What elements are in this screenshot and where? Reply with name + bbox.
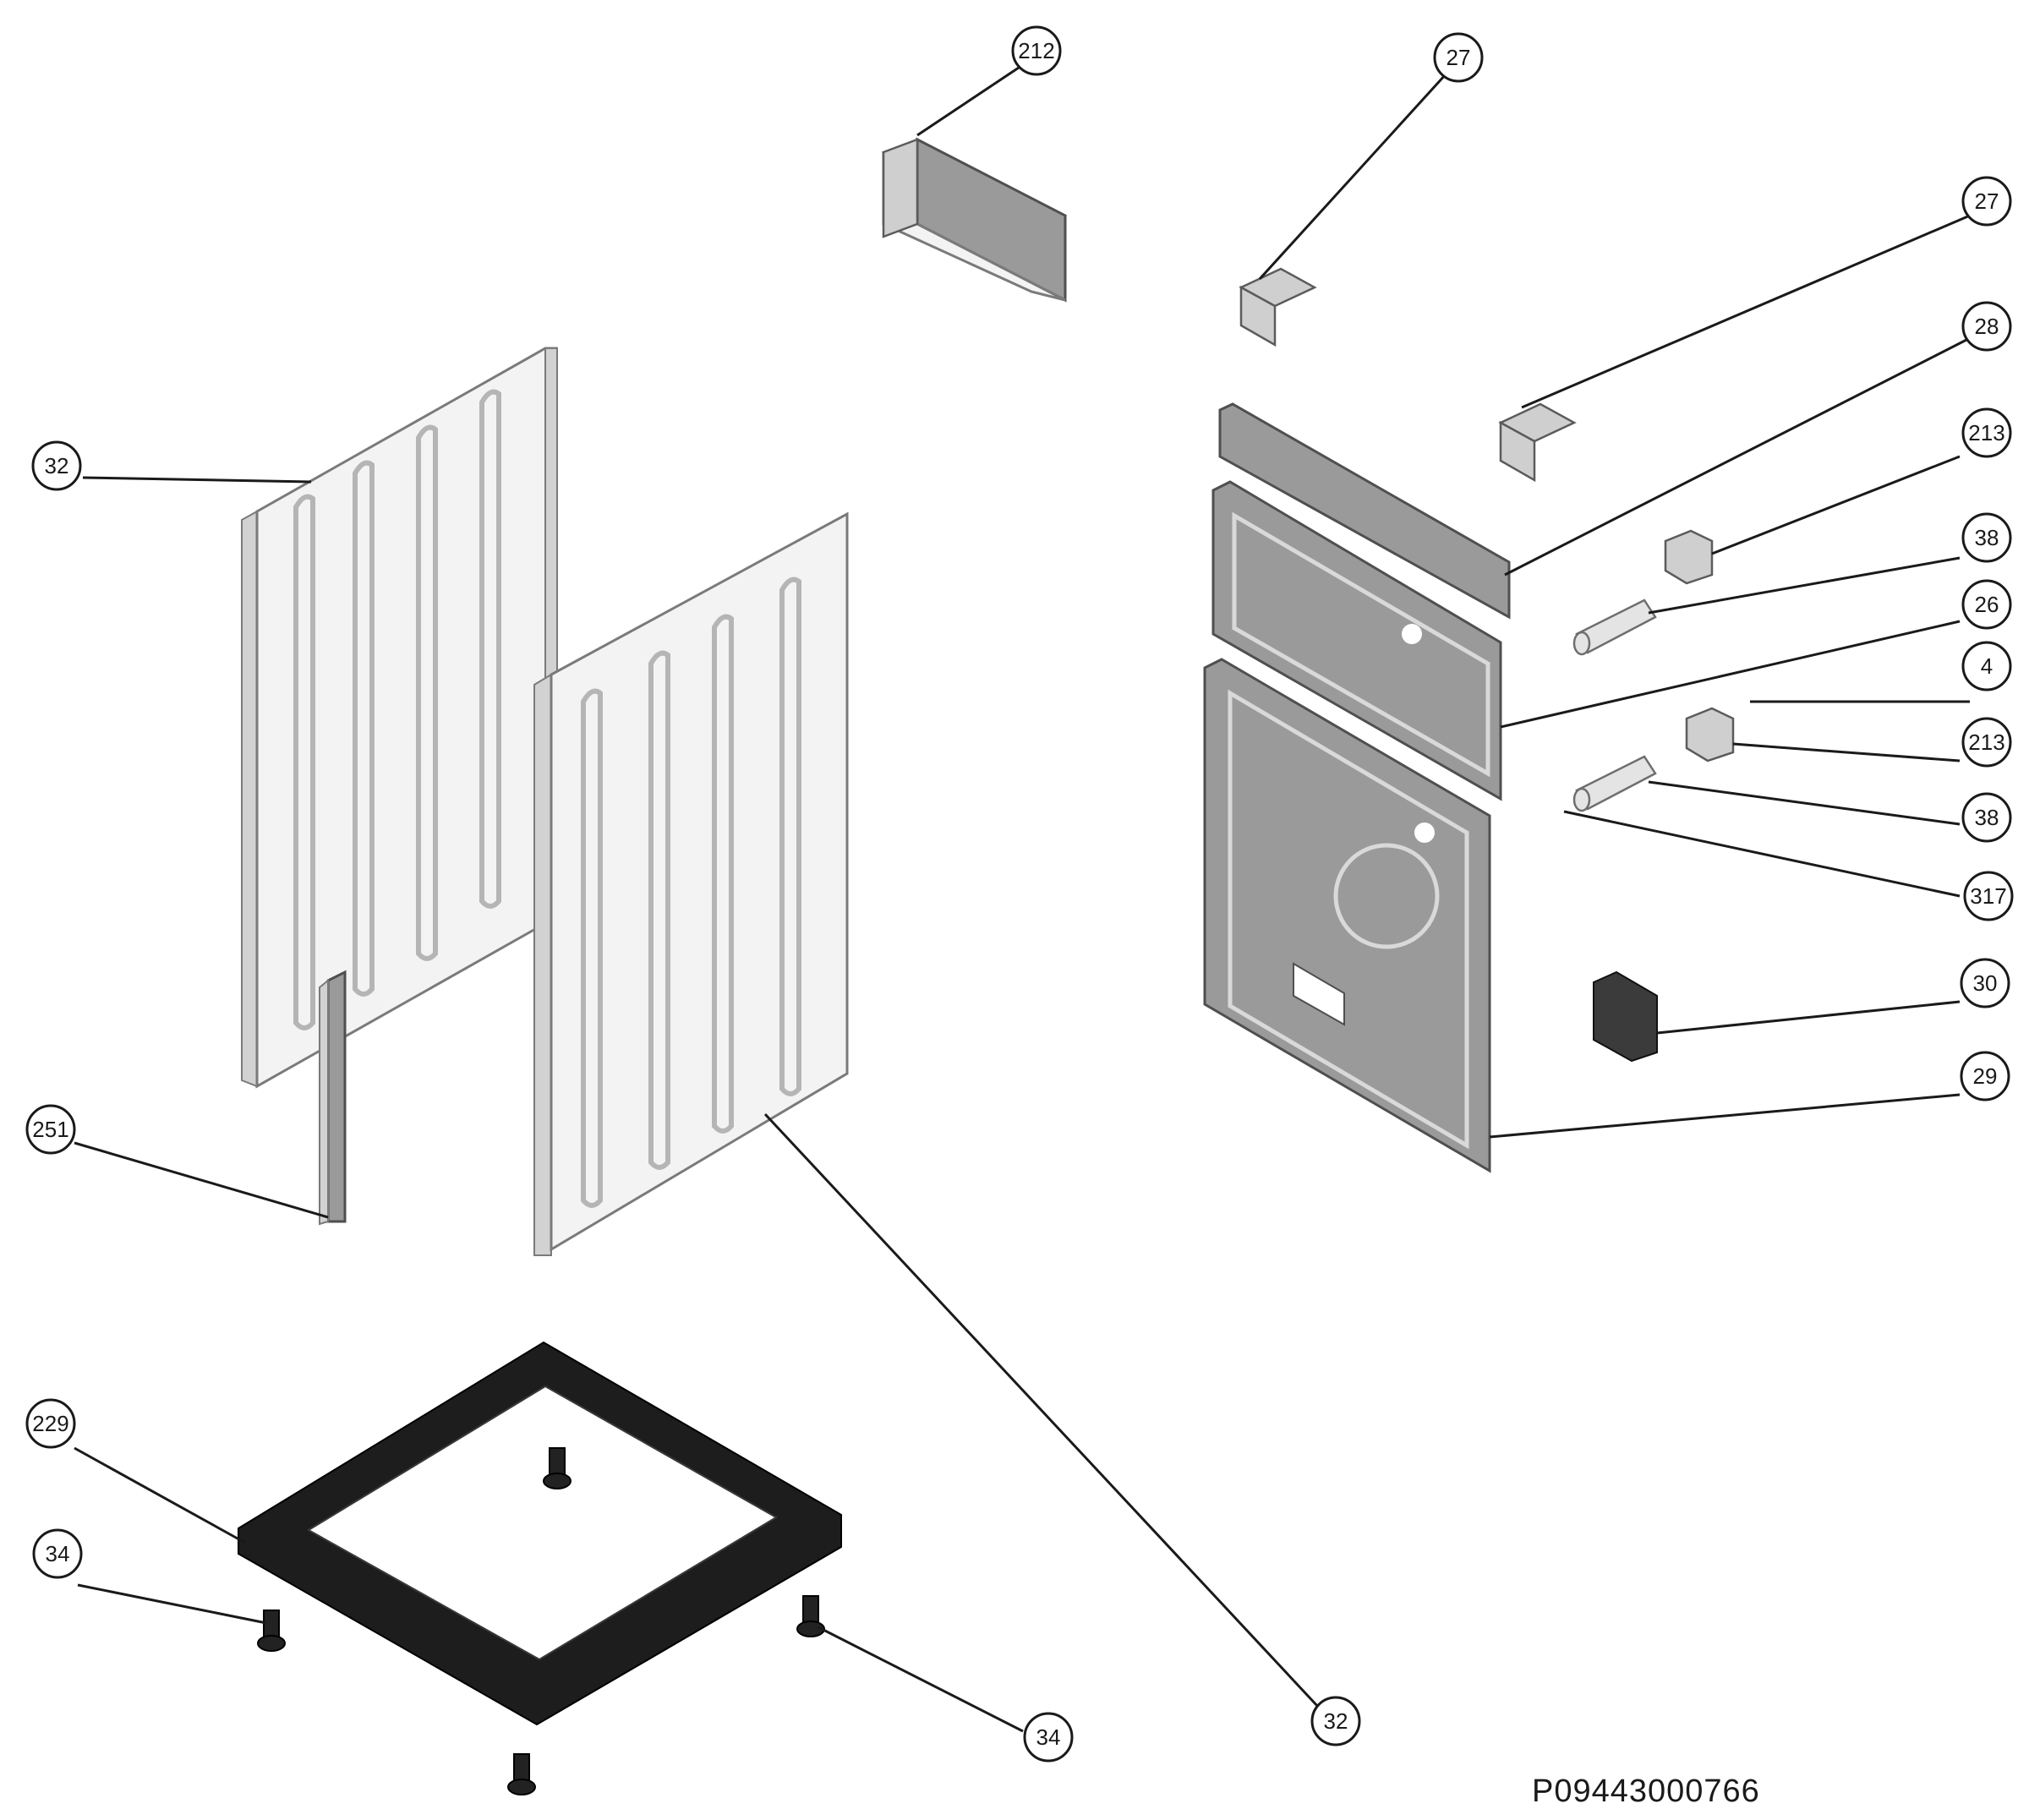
part-251-strip xyxy=(319,970,347,1226)
callout-317: 317 xyxy=(1963,871,2014,921)
part-29-lower-back-panel xyxy=(1203,658,1491,1173)
callout-27-right: 27 xyxy=(1961,176,2012,227)
part-38-tube-b xyxy=(1572,755,1657,812)
part-27-bracket-a xyxy=(1239,267,1317,347)
callout-32-bottom: 32 xyxy=(1310,1696,1361,1746)
part-30-control-module xyxy=(1593,970,1658,1063)
callout-label: 27 xyxy=(1975,189,1999,214)
callout-251: 251 xyxy=(25,1104,76,1155)
callout-38-upper: 38 xyxy=(1961,512,2012,563)
callout-label: 27 xyxy=(1447,45,1471,70)
callout-label: 34 xyxy=(46,1541,70,1566)
callout-29: 29 xyxy=(1960,1051,2010,1101)
callout-30: 30 xyxy=(1960,958,2010,1008)
callout-38-lower: 38 xyxy=(1961,792,2012,843)
part-32-side-panel-rear xyxy=(241,347,558,1089)
callout-32-left: 32 xyxy=(31,440,82,491)
part-229-base-frame xyxy=(238,1341,842,1726)
callout-34-right: 34 xyxy=(1023,1712,1074,1763)
callout-229: 229 xyxy=(25,1398,76,1449)
part-32-side-panel-front xyxy=(533,511,849,1256)
callout-label: 213 xyxy=(1968,730,2004,755)
leader-lines xyxy=(74,66,1971,1733)
callout-label: 28 xyxy=(1975,314,1999,339)
callout-label: 34 xyxy=(1036,1724,1061,1750)
part-27-bracket-b xyxy=(1498,402,1577,483)
callout-212: 212 xyxy=(1011,25,1062,76)
drawing-code: P09443000766 xyxy=(1532,1774,1760,1809)
callout-label: 229 xyxy=(32,1411,68,1436)
part-26-upper-back-panel xyxy=(1211,480,1502,801)
callout-label: 317 xyxy=(1970,883,2006,909)
callout-26: 26 xyxy=(1961,579,2012,630)
callout-label: 32 xyxy=(45,453,69,478)
callout-label: 212 xyxy=(1018,38,1054,63)
callout-213-lower: 213 xyxy=(1961,717,2012,768)
callout-28: 28 xyxy=(1961,301,2012,352)
part-213-small-bracket-b xyxy=(1685,707,1735,762)
callout-4: 4 xyxy=(1961,641,2012,691)
part-213-small-bracket-a xyxy=(1664,529,1714,585)
callout-label: 38 xyxy=(1975,805,1999,830)
part-212-vent-channel xyxy=(881,137,1068,303)
callout-label: 30 xyxy=(1973,970,1998,996)
callout-label: 4 xyxy=(1981,653,1993,679)
callout-27-top: 27 xyxy=(1433,32,1484,83)
callout-label: 26 xyxy=(1975,592,1999,617)
callout-label: 29 xyxy=(1973,1063,1998,1089)
callout-34-left: 34 xyxy=(32,1528,83,1579)
callout-label: 251 xyxy=(32,1117,68,1142)
part-38-tube-a xyxy=(1572,598,1657,656)
callout-label: 38 xyxy=(1975,525,1999,550)
callout-213-upper: 213 xyxy=(1961,407,2012,458)
callout-label: 32 xyxy=(1324,1708,1348,1734)
part-34-feet xyxy=(257,1447,825,1795)
part-28-rail xyxy=(1218,402,1511,620)
callout-label: 213 xyxy=(1968,420,2004,445)
